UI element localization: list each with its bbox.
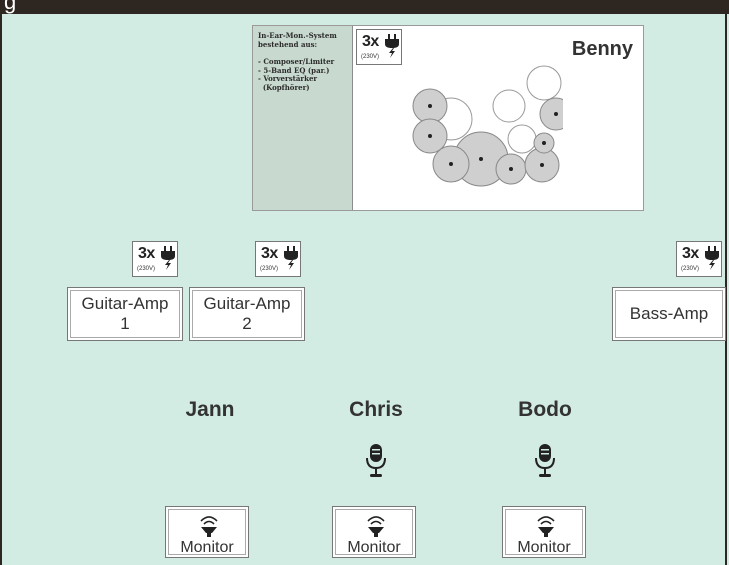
monitor-speaker-icon	[198, 513, 220, 539]
iem-system-panel: In-Ear-Mon.-System bestehend aus: - Comp…	[253, 26, 353, 210]
player-jann: Jann	[185, 398, 234, 422]
power-voltage: (230V)	[361, 54, 379, 60]
bass-amp-power-badge: 3x (230V)	[676, 241, 722, 277]
monitor-label: Monitor	[166, 539, 248, 557]
power-count: 3x	[362, 33, 379, 51]
monitor-bodo: Monitor	[502, 506, 586, 558]
monitor-label: Monitor	[333, 539, 415, 557]
power-voltage: (230V)	[137, 266, 155, 272]
microphone-icon	[366, 444, 386, 478]
monitor-speaker-icon	[535, 513, 557, 539]
bass-amp: Bass-Amp	[612, 287, 726, 341]
power-plug-icon	[161, 246, 175, 270]
amp-label: Guitar-Amp	[190, 294, 304, 314]
title-bar: g	[0, 0, 729, 14]
player-bodo: Bodo	[518, 398, 572, 422]
monitor-jann: Monitor	[165, 506, 249, 558]
guitar-amp-2-power-badge: 3x (230V)	[255, 241, 301, 277]
amp-number: 2	[190, 314, 304, 334]
monitor-speaker-icon	[365, 513, 387, 539]
microphone-icon	[535, 444, 555, 478]
guitar-amp-1-power-badge: 3x (230V)	[132, 241, 178, 277]
drum-riser: In-Ear-Mon.-System bestehend aus: - Comp…	[252, 25, 644, 211]
power-plug-icon	[385, 34, 399, 58]
monitor-label: Monitor	[503, 539, 585, 557]
drum-kit-icon	[403, 62, 563, 202]
amp-label: Guitar-Amp	[68, 294, 182, 314]
drummer-name: Benny	[572, 38, 633, 61]
power-count: 3x	[261, 245, 278, 263]
iem-title-line2: bestehend aus:	[258, 41, 348, 50]
power-count: 3x	[682, 245, 699, 263]
power-plug-icon	[284, 246, 298, 270]
iem-item: (Kopfhörer)	[258, 84, 348, 93]
power-voltage: (230V)	[681, 266, 699, 272]
guitar-amp-2: Guitar-Amp 2	[189, 287, 305, 341]
guitar-amp-1: Guitar-Amp 1	[67, 287, 183, 341]
power-plug-icon	[705, 246, 719, 270]
amp-label: Bass-Amp	[613, 304, 725, 324]
power-count: 3x	[138, 245, 155, 263]
amp-number: 1	[68, 314, 182, 334]
player-chris: Chris	[349, 398, 403, 422]
drum-power-badge: 3x (230V)	[356, 29, 402, 65]
power-voltage: (230V)	[260, 266, 278, 272]
monitor-chris: Monitor	[332, 506, 416, 558]
title-fragment: g	[4, 0, 16, 13]
